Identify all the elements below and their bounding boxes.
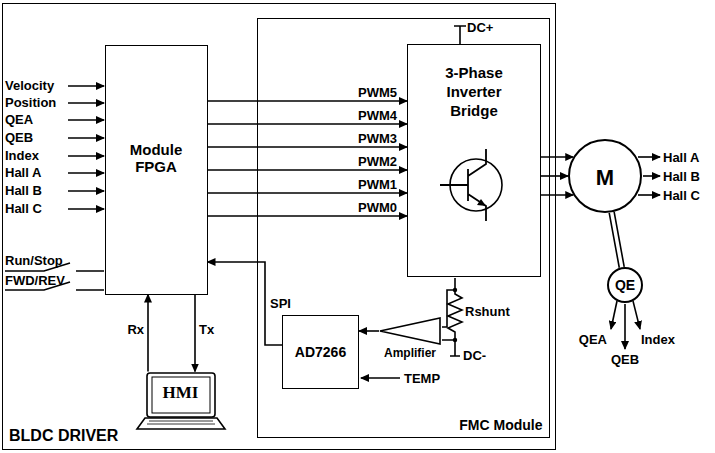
- signal-label: Hall B: [5, 183, 42, 198]
- node-label: HMI: [145, 383, 217, 403]
- signal-connector: [208, 100, 408, 102]
- inverter-bridge-box: 3-Phase Inverter Bridge: [407, 44, 541, 277]
- signal-label: Position: [5, 95, 56, 110]
- laptop-base: [137, 418, 225, 429]
- node-label: FMC Module: [459, 417, 542, 433]
- node-label: BLDC DRIVER: [9, 427, 118, 445]
- pwm-label: PWM3: [358, 131, 397, 146]
- signal-connector: [208, 192, 408, 194]
- signal-label: Hall C: [5, 201, 42, 216]
- signal-label: DC+: [467, 20, 493, 35]
- signal-label: QEB: [611, 352, 639, 367]
- node-label: M: [570, 165, 640, 191]
- amplifier-triangle: [379, 317, 441, 345]
- signal-label: QEB: [5, 130, 33, 145]
- signal-label: QEA: [579, 332, 607, 347]
- signal-connector: [208, 169, 408, 171]
- encoder-circle: QE: [607, 267, 643, 303]
- pwm-label: PWM2: [358, 154, 397, 169]
- signal-label: TEMP: [404, 371, 440, 386]
- serial-label: Tx: [199, 322, 214, 337]
- amplifier-input-wires: [442, 290, 455, 340]
- node-label: 3-Phase Inverter Bridge: [408, 63, 540, 120]
- fmc-module-box: FMC Module 3-Phase Inverter BridgeAD7266 A…: [257, 18, 550, 438]
- signal-label: QEA: [5, 112, 33, 127]
- signal-connector: [147, 295, 149, 372]
- laptop-keys: [147, 421, 215, 424]
- signal-label: Run/Stop: [5, 253, 63, 268]
- adc-chip-box: AD7266: [282, 315, 359, 389]
- signal-connector: [208, 215, 408, 217]
- signal-label: Hall A: [663, 150, 699, 165]
- signal-label: Hall A: [5, 165, 41, 180]
- signal-label: Index: [641, 332, 675, 347]
- serial-label: Rx: [127, 322, 144, 337]
- transistor-symbol: [410, 145, 540, 225]
- node-label: Amplifier: [379, 346, 441, 360]
- node-label: AD7266: [283, 344, 358, 360]
- signal-connector: [208, 146, 408, 148]
- signal-connector: [541, 156, 573, 158]
- node-label: QE: [609, 277, 641, 293]
- amplifier-symbol: Amplifier: [379, 317, 441, 363]
- fpga-module-box: Module FPGA: [105, 45, 208, 295]
- signal-label: Hall C: [663, 188, 700, 203]
- encoder-output-arrows: [611, 301, 640, 349]
- signal-label: Velocity: [5, 78, 54, 93]
- junction-dots: [453, 288, 457, 342]
- pwm-label: PWM1: [358, 177, 397, 192]
- signal-connector: [541, 175, 568, 177]
- signal-label: Hall B: [663, 169, 700, 184]
- hmi-laptop: HMI: [135, 372, 227, 432]
- dc-plus-wire: [454, 26, 466, 45]
- signal-connector: [359, 330, 379, 332]
- node-label: Module FPGA: [106, 141, 207, 175]
- bus-label: SPI: [270, 296, 291, 311]
- signal-connector: [194, 295, 196, 372]
- motor-circle: M: [568, 139, 642, 213]
- signal-connector: [208, 123, 408, 125]
- pwm-label: PWM5: [358, 85, 397, 100]
- signal-connector: [609, 212, 624, 268]
- signal-label: Index: [5, 148, 39, 163]
- driver-enclosure: BLDC DRIVER Module FPGA HMI FMC Module 3-Pha…: [2, 3, 556, 450]
- signal-label: FWD/REV: [5, 273, 65, 288]
- signal-label: DC-: [463, 348, 486, 363]
- input-arrows: [68, 86, 104, 209]
- signal-connector: [541, 194, 573, 196]
- pwm-label: PWM0: [358, 200, 397, 215]
- signal-label: Rshunt: [465, 304, 510, 319]
- temp-wire: [361, 377, 400, 379]
- pwm-label: PWM4: [358, 108, 397, 123]
